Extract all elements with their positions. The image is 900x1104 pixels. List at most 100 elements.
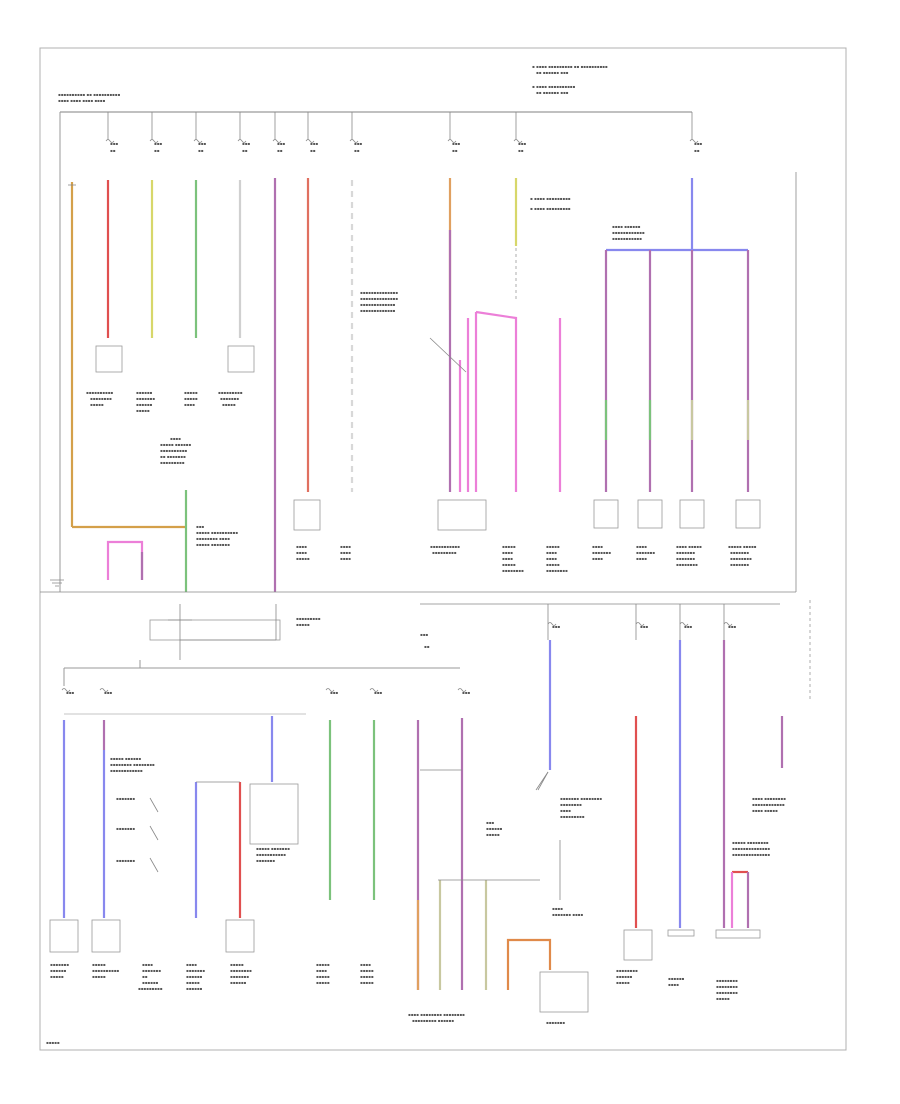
svg-text:▪▪▪▪▪: ▪▪▪▪▪ <box>316 962 330 967</box>
svg-text:▪▪▪▪: ▪▪▪▪ <box>502 550 513 555</box>
svg-text:▪▪▪▪▪: ▪▪▪▪▪ <box>616 980 630 985</box>
svg-text:▪▪▪▪▪▪▪: ▪▪▪▪▪▪▪ <box>676 550 695 555</box>
svg-text:▪▪▪: ▪▪▪ <box>518 141 526 146</box>
svg-text:▪▪▪: ▪▪▪ <box>66 690 74 695</box>
svg-text:▪▪▪▪▪▪▪▪: ▪▪▪▪▪▪▪▪ <box>716 978 738 983</box>
svg-text:▪▪▪▪▪▪▪▪▪▪▪▪: ▪▪▪▪▪▪▪▪▪▪▪▪ <box>110 768 143 773</box>
svg-text:▪▪▪▪▪▪: ▪▪▪▪▪▪ <box>50 968 67 973</box>
svg-text:▪▪▪▪▪▪▪▪: ▪▪▪▪▪▪▪▪ <box>230 968 252 973</box>
svg-text:▪▪▪: ▪▪▪ <box>310 141 318 146</box>
svg-text:▪▪▪▪▪▪▪: ▪▪▪▪▪▪▪ <box>676 556 695 561</box>
svg-text:▪▪▪▪▪: ▪▪▪▪▪ <box>296 622 310 627</box>
svg-text:▪▪▪: ▪▪▪ <box>552 624 560 629</box>
svg-text:▪▪▪▪▪▪▪▪▪: ▪▪▪▪▪▪▪▪▪ <box>432 550 457 555</box>
fuse-icon: ▪▪▪▪▪ ▪▪▪▪▪ ▪▪▪▪▪ ▪▪▪▪▪ ▪▪▪▪▪ ▪▪▪▪▪ ▪▪▪▪… <box>105 139 702 153</box>
svg-text:▪▪▪▪▪: ▪▪▪▪▪ <box>92 974 106 979</box>
svg-text:▪▪▪: ▪▪▪ <box>104 690 112 695</box>
svg-text:▪▪: ▪▪ <box>142 974 148 979</box>
svg-text:▪▪▪▪▪▪▪▪ ▪▪▪▪: ▪▪▪▪▪▪▪▪ ▪▪▪▪ <box>196 536 230 541</box>
svg-text:▪▪▪▪: ▪▪▪▪ <box>592 556 603 561</box>
svg-text:▪▪▪: ▪▪▪ <box>198 141 206 146</box>
svg-text:▪▪▪▪▪▪▪: ▪▪▪▪▪▪▪ <box>50 962 69 967</box>
svg-text:▪▪: ▪▪ <box>110 148 116 153</box>
svg-text:▪▪▪▪: ▪▪▪▪ <box>668 982 679 987</box>
svg-text:▪▪▪▪▪▪▪: ▪▪▪▪▪▪▪ <box>636 550 655 555</box>
svg-text:▪▪▪▪▪▪▪▪: ▪▪▪▪▪▪▪▪ <box>730 556 752 561</box>
svg-text:▪▪▪▪▪▪▪▪▪▪: ▪▪▪▪▪▪▪▪▪▪ <box>160 448 187 453</box>
svg-text:▪▪▪▪▪▪▪▪▪▪▪▪▪: ▪▪▪▪▪▪▪▪▪▪▪▪▪ <box>360 302 396 307</box>
svg-text:▪▪▪▪▪▪▪▪: ▪▪▪▪▪▪▪▪ <box>616 968 638 973</box>
svg-text:▪▪▪: ▪▪▪ <box>684 624 692 629</box>
svg-text:▪▪: ▪▪ <box>154 148 160 153</box>
svg-text:▪▪▪▪▪: ▪▪▪▪▪ <box>502 562 516 567</box>
lower-components <box>49 919 761 1013</box>
svg-text:▪▪▪▪▪ ▪▪▪▪▪: ▪▪▪▪▪ ▪▪▪▪▪ <box>728 544 757 549</box>
svg-text:▪▪▪▪▪▪▪▪▪▪ ▪▪ ▪▪▪▪▪▪▪▪▪▪: ▪▪▪▪▪▪▪▪▪▪ ▪▪ ▪▪▪▪▪▪▪▪▪▪ <box>58 92 120 97</box>
svg-text:▪▪▪▪▪▪▪▪▪: ▪▪▪▪▪▪▪▪▪ <box>218 390 243 395</box>
svg-text:▪▪▪▪▪▪▪: ▪▪▪▪▪▪▪ <box>230 974 249 979</box>
svg-text:▪▪▪▪: ▪▪▪▪ <box>296 550 307 555</box>
svg-text:▪▪▪▪: ▪▪▪▪ <box>184 402 195 407</box>
svg-text:▪▪▪: ▪▪▪ <box>242 141 250 146</box>
svg-text:▪▪▪▪▪▪▪▪▪: ▪▪▪▪▪▪▪▪▪ <box>138 986 163 991</box>
svg-text:▪▪▪▪▪▪: ▪▪▪▪▪▪ <box>186 974 203 979</box>
svg-text:▪▪▪: ▪▪▪ <box>354 141 362 146</box>
svg-text:▪▪▪▪ ▪▪▪▪▪▪▪▪: ▪▪▪▪ ▪▪▪▪▪▪▪▪ <box>752 796 786 801</box>
svg-text:▪▪▪▪▪▪: ▪▪▪▪▪▪ <box>616 974 633 979</box>
fuse-icon: ▪▪▪ ▪▪▪ ▪▪▪ ▪▪▪ ▪▪▪ ▪▪▪ ▪▪▪ ▪▪▪ ▪▪▪ <box>61 622 736 695</box>
svg-text:▪▪▪▪: ▪▪▪▪ <box>340 550 351 555</box>
svg-text:▪▪▪▪▪▪▪: ▪▪▪▪▪▪▪ <box>220 396 239 401</box>
svg-text:▪▪▪▪▪▪: ▪▪▪▪▪▪ <box>230 980 247 985</box>
svg-text:▪▪▪▪▪▪▪: ▪▪▪▪▪▪▪ <box>546 1020 565 1025</box>
svg-text:▪▪▪▪▪▪▪: ▪▪▪▪▪▪▪ <box>592 550 611 555</box>
svg-text:▪▪▪: ▪▪▪ <box>420 632 428 637</box>
svg-text:▪▪: ▪▪ <box>452 148 458 153</box>
svg-text:▪▪▪▪▪▪: ▪▪▪▪▪▪ <box>186 986 203 991</box>
svg-text:▪▪▪▪▪: ▪▪▪▪▪ <box>184 396 198 401</box>
svg-text:▪▪: ▪▪ <box>354 148 360 153</box>
svg-text:▪▪▪▪: ▪▪▪▪ <box>296 544 307 549</box>
svg-text:▪▪▪▪▪▪▪▪▪▪▪: ▪▪▪▪▪▪▪▪▪▪▪ <box>612 236 642 241</box>
svg-text:▪▪▪▪: ▪▪▪▪ <box>636 556 647 561</box>
svg-text:▪▪▪▪: ▪▪▪▪ <box>340 556 351 561</box>
svg-text:▪▪ ▪▪▪▪▪▪ ▪▪▪: ▪▪ ▪▪▪▪▪▪ ▪▪▪ <box>536 70 569 75</box>
svg-text:▪▪▪: ▪▪▪ <box>728 624 736 629</box>
svg-text:▪▪▪▪: ▪▪▪▪ <box>142 962 153 967</box>
svg-text:▪▪▪▪: ▪▪▪▪ <box>186 962 197 967</box>
fuse-drops-top <box>107 112 693 140</box>
svg-text:▪▪▪▪▪: ▪▪▪▪▪ <box>360 980 374 985</box>
svg-text:▪▪▪▪▪ ▪▪▪▪▪▪▪▪: ▪▪▪▪▪ ▪▪▪▪▪▪▪▪ <box>732 840 769 845</box>
diagram-frame <box>39 47 847 1051</box>
svg-text:▪▪▪▪▪▪: ▪▪▪▪▪▪ <box>668 976 685 981</box>
svg-text:▪▪▪▪▪: ▪▪▪▪▪ <box>502 544 516 549</box>
svg-text:▪▪▪▪▪▪: ▪▪▪▪▪▪ <box>136 402 153 407</box>
svg-text:▪▪▪▪▪▪▪▪▪ ▪▪▪▪▪▪: ▪▪▪▪▪▪▪▪▪ ▪▪▪▪▪▪ <box>412 1018 454 1023</box>
svg-text:▪▪: ▪▪ <box>424 644 430 649</box>
svg-text:▪▪▪▪▪▪: ▪▪▪▪▪▪ <box>142 980 159 985</box>
svg-text:▪▪▪▪ ▪▪▪▪▪: ▪▪▪▪ ▪▪▪▪▪ <box>752 808 778 813</box>
svg-text:▪▪▪▪▪▪▪: ▪▪▪▪▪▪▪ <box>730 550 749 555</box>
svg-text:▪▪▪▪▪: ▪▪▪▪▪ <box>230 962 244 967</box>
svg-text:▪▪▪: ▪▪▪ <box>110 141 118 146</box>
svg-text:▪▪▪▪: ▪▪▪▪ <box>360 962 371 967</box>
svg-text:▪▪▪: ▪▪▪ <box>277 141 285 146</box>
svg-text:▪▪▪▪: ▪▪▪▪ <box>546 550 557 555</box>
svg-text:▪▪ ▪▪▪▪▪▪▪: ▪▪ ▪▪▪▪▪▪▪ <box>160 454 186 459</box>
svg-text:▪▪▪▪ ▪▪▪▪▪▪: ▪▪▪▪ ▪▪▪▪▪▪ <box>612 224 641 229</box>
svg-text:▪▪▪: ▪▪▪ <box>486 820 494 825</box>
top-power-bus: ▪▪▪▪▪▪▪▪▪▪ ▪▪ ▪▪▪▪▪▪▪▪▪▪ ▪▪▪▪ ▪▪▪▪ ▪▪▪▪ … <box>58 64 692 592</box>
svg-text:▪▪▪▪▪▪▪▪▪▪▪▪▪: ▪▪▪▪▪▪▪▪▪▪▪▪▪ <box>360 308 396 313</box>
svg-text:▪▪▪▪▪ ▪▪▪▪▪▪▪▪▪▪: ▪▪▪▪▪ ▪▪▪▪▪▪▪▪▪▪ <box>196 530 238 535</box>
svg-text:▪ ▪▪▪▪ ▪▪▪▪▪▪▪▪▪: ▪ ▪▪▪▪ ▪▪▪▪▪▪▪▪▪ <box>530 196 571 201</box>
svg-text:▪▪▪▪▪▪▪: ▪▪▪▪▪▪▪ <box>730 562 749 567</box>
svg-text:▪▪▪▪▪: ▪▪▪▪▪ <box>46 1040 60 1045</box>
svg-text:▪▪▪▪▪▪▪▪: ▪▪▪▪▪▪▪▪ <box>90 396 112 401</box>
svg-text:▪▪▪: ▪▪▪ <box>330 690 338 695</box>
svg-text:▪▪▪▪▪▪▪▪▪▪▪▪: ▪▪▪▪▪▪▪▪▪▪▪▪ <box>752 802 785 807</box>
svg-text:▪▪▪: ▪▪▪ <box>452 141 460 146</box>
svg-text:▪▪▪▪▪: ▪▪▪▪▪ <box>50 974 64 979</box>
upper-components <box>95 345 761 641</box>
svg-text:▪▪▪▪▪: ▪▪▪▪▪ <box>184 390 198 395</box>
svg-text:▪▪▪▪▪: ▪▪▪▪▪ <box>316 980 330 985</box>
